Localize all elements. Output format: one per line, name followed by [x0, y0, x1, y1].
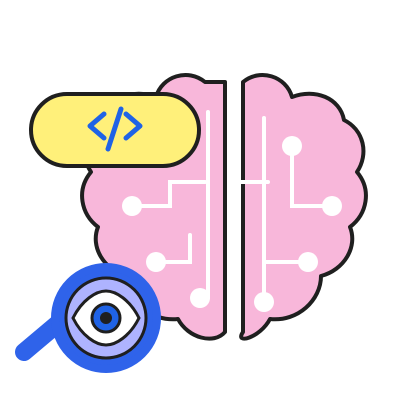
left-circuit-node-3: [190, 288, 210, 308]
right-circuit-node-2: [322, 196, 342, 216]
left-circuit-node-1: [122, 196, 142, 216]
code-icon-left-chevron: [87, 111, 107, 141]
right-circuit-node-3: [298, 252, 318, 272]
code-icon-slash: [105, 106, 124, 152]
brain-circuit-nodes: [122, 136, 342, 312]
left-circuit-branch-top: [130, 180, 207, 208]
left-circuit-node-2: [146, 252, 166, 272]
right-circuit-node-4: [254, 292, 274, 312]
code-badge: [29, 92, 201, 168]
right-circuit-node-1: [282, 136, 302, 156]
left-circuit-branch-middle: [154, 233, 192, 264]
brain-circuit-lines: [130, 110, 334, 306]
magnifier-eye-icon: [15, 263, 161, 373]
right-circuit-branch-top: [290, 144, 334, 208]
code-icon-right-chevron: [123, 111, 143, 141]
code-icon: [87, 106, 143, 152]
eye-pupil: [100, 312, 112, 324]
